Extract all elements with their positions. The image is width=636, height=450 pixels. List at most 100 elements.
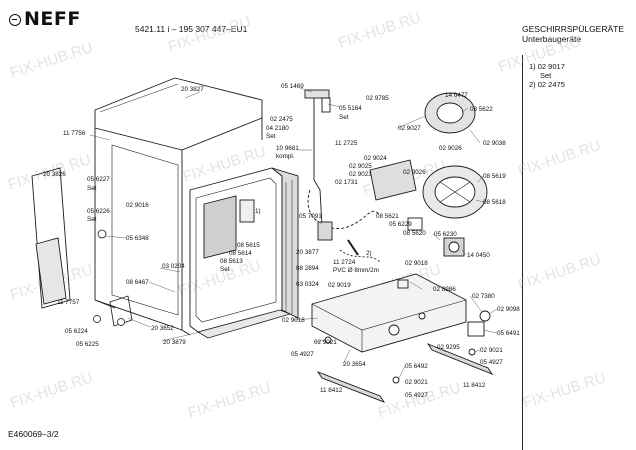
base-bracket	[397, 279, 409, 289]
brand-name: NEFF	[24, 8, 81, 30]
detergent-dispenser	[203, 195, 237, 259]
part-number-label: 02 9021	[480, 347, 503, 354]
heater-pump-impeller-icon	[436, 102, 464, 124]
water-inlet-hoses	[304, 89, 381, 263]
part-number-label: 20 3654	[343, 361, 366, 368]
breather-valve	[321, 97, 331, 113]
adjustable-foot-rear-icon	[93, 315, 101, 323]
watermark-text: FIX-HUB.RU	[181, 143, 268, 186]
hose-path	[307, 189, 381, 230]
pump-assembly	[369, 92, 488, 257]
inlet-tube	[313, 94, 323, 227]
part-number-label: 05 5164	[339, 105, 362, 112]
part-number-label: 02 7380	[472, 293, 495, 300]
side-panel	[31, 167, 71, 309]
part-number-label: 05 6492	[405, 363, 428, 370]
part-number-label: 02 9026	[403, 169, 426, 176]
foot-rail-left	[316, 371, 386, 403]
part-number-label: 11 7757	[57, 299, 80, 306]
part-number-label: 02 9785	[366, 95, 389, 102]
part-number-label: Set	[87, 216, 97, 223]
part-number-label: 02 2475	[270, 116, 293, 123]
part-number-label: 02 8986	[433, 286, 456, 293]
part-number-label: Set	[220, 266, 230, 273]
note-2-number: 2) 02 2475	[529, 80, 565, 89]
part-number-label: 11 8412	[463, 382, 486, 389]
drain-pump-icon	[448, 241, 460, 253]
callout-marker: 2)	[366, 250, 372, 257]
part-number-label: 08 6467	[126, 279, 149, 286]
part-number-label: 02 9016	[126, 202, 149, 209]
part-number-label: 02 9021	[314, 339, 337, 346]
base-pan	[311, 273, 467, 353]
part-number-label: 10 9681	[276, 145, 299, 152]
base-screw-icon	[418, 312, 426, 320]
door-assembly	[189, 167, 299, 333]
door-inner-liner	[195, 177, 277, 323]
foot-rail-right	[426, 343, 494, 375]
watermark-text: FIX-HUB.RU	[8, 39, 95, 82]
part-number-label: 11 7756	[63, 130, 86, 137]
part-number-label: 08 5614	[229, 250, 252, 257]
part-number-label: 08 5621	[376, 213, 399, 220]
drain-hose-clip	[347, 239, 359, 256]
tub-inner-wall	[111, 144, 179, 316]
foot-screw-2-icon	[392, 376, 400, 384]
brand-emblem-icon	[9, 13, 21, 26]
base-tray	[311, 273, 467, 353]
part-number-label: 11 2725	[335, 140, 358, 147]
watermark-text: FIX-HUB.RU	[166, 13, 253, 56]
watermark-text: FIX-HUB.RU	[521, 369, 608, 412]
appliance-subcategory: Unterbaugeräte	[522, 34, 582, 44]
hose-2m	[339, 249, 381, 263]
part-number-label: 08 5619	[483, 173, 506, 180]
part-number-label: 08 2894	[296, 265, 319, 272]
part-number-label: 02 9038	[483, 140, 506, 147]
part-number-label: 05 6226	[87, 208, 110, 215]
side-panel-foil	[35, 237, 67, 305]
part-number-label: 14 0450	[467, 252, 490, 259]
tub-base-edge	[94, 299, 191, 336]
part-number-label: 20 3652	[151, 325, 174, 332]
part-number-label: 20 3877	[296, 249, 319, 256]
part-number-label: 20 3827	[181, 86, 204, 93]
part-number-label: 11 8412	[320, 387, 343, 394]
part-number-label: 04 2180	[266, 125, 289, 132]
part-number-label: 11 2724	[333, 259, 356, 266]
brand-logo: NEFF	[9, 10, 81, 29]
part-number-label: 02 9023	[349, 171, 372, 178]
part-number-label: kompl.	[276, 153, 295, 160]
part-number-label: 03 0204	[162, 263, 185, 270]
filter-box	[467, 321, 485, 337]
part-number-label: 05 6230	[434, 231, 457, 238]
part-number-label: 05 4927	[480, 359, 503, 366]
dispenser-lid	[239, 199, 255, 223]
part-number-label: 05 7091	[299, 213, 322, 220]
part-number-label: 05 1469	[281, 83, 304, 90]
part-number-label: 05 4927	[405, 392, 428, 399]
part-number-label: 05 6229	[389, 221, 412, 228]
tub-body	[94, 77, 263, 336]
water-valve	[317, 221, 333, 241]
part-number-label: 05 6224	[65, 328, 88, 335]
part-number-label: 02 9021	[405, 379, 428, 386]
part-number-label: 02 9026	[439, 145, 462, 152]
watermark-text: FIX-HUB.RU	[186, 379, 273, 422]
watermark-text: FIX-HUB.RU	[8, 369, 95, 412]
inlet-connector	[304, 89, 330, 99]
part-number-label: 02 9027	[398, 125, 421, 132]
control-block	[369, 159, 417, 201]
part-number-label: 05 6225	[76, 341, 99, 348]
plinth-strip	[196, 309, 292, 339]
watermark-text: FIX-HUB.RU	[516, 137, 603, 180]
foot-screw-3-icon	[468, 348, 476, 356]
part-number-label: 08 5620	[403, 230, 426, 237]
part-number-label: 03 0324	[296, 281, 319, 288]
part-number-label: 02 9024	[364, 155, 387, 162]
part-number-label: 02 9018	[282, 317, 305, 324]
part-number-label: 02 9018	[405, 260, 428, 267]
adjustable-foot-icon	[117, 318, 125, 326]
